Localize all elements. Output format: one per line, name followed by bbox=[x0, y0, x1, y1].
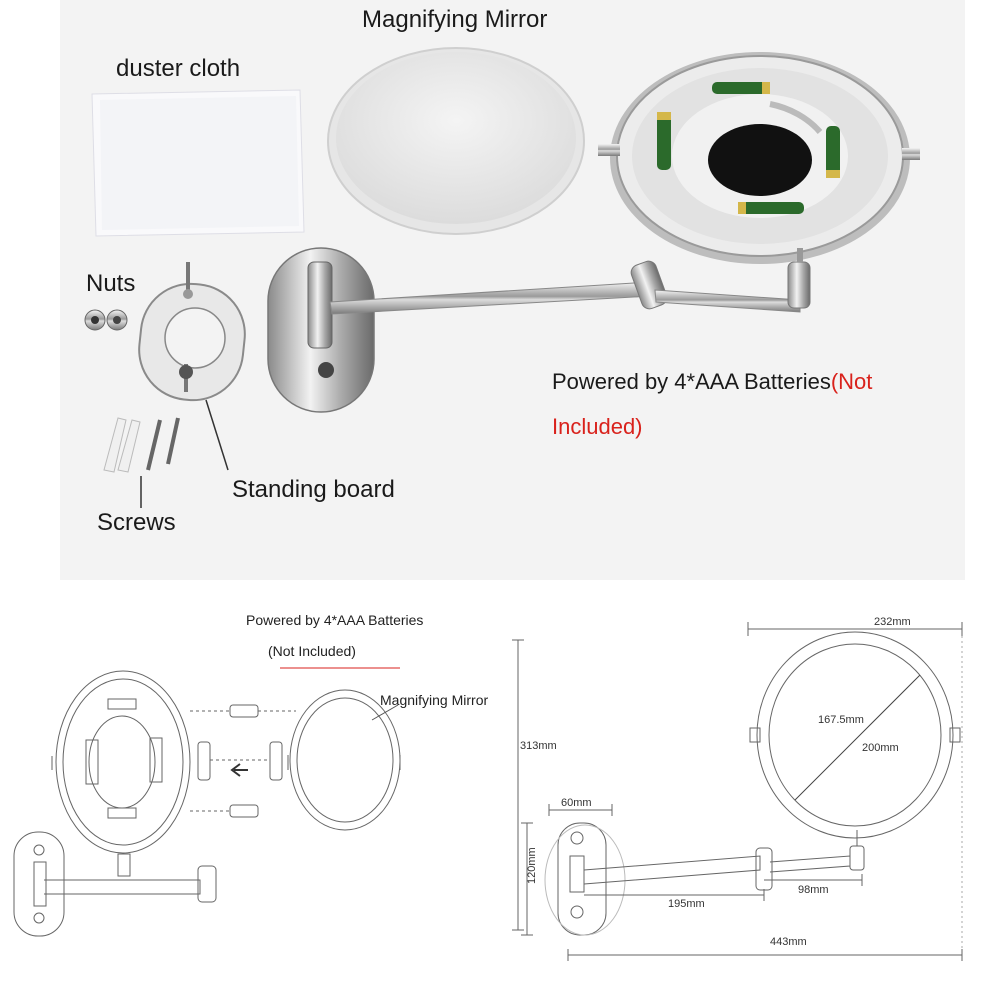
dim-length-total: 443mm bbox=[770, 936, 807, 948]
dimension-drawing bbox=[512, 622, 963, 961]
nuts-label: Nuts bbox=[86, 270, 136, 297]
dim-width-total: 232mm bbox=[874, 616, 911, 628]
screws-label: Screws bbox=[97, 509, 176, 536]
nuts-image bbox=[84, 309, 128, 331]
standing-board-label: Standing board bbox=[232, 476, 395, 503]
duster-cloth-label: duster cloth bbox=[116, 55, 241, 82]
dim-mirror-inner: 167.5mm bbox=[818, 714, 864, 726]
dim-arm-long: 195mm bbox=[668, 898, 705, 910]
drawing-powered-by-label: Powered by 4*AAA Batteries bbox=[246, 612, 424, 628]
mirror-back-with-batteries-image bbox=[598, 52, 920, 264]
wall-mount-arm-image bbox=[267, 247, 811, 413]
powered-by-text: Powered by 4*AAA Batteries bbox=[552, 369, 831, 394]
screws-image bbox=[103, 417, 180, 473]
magnifying-mirror-label: Magnifying Mirror bbox=[362, 6, 548, 33]
dim-arm-short: 98mm bbox=[798, 884, 829, 896]
dim-base-width: 60mm bbox=[561, 797, 592, 809]
not-included-open-text: (Not bbox=[830, 369, 873, 394]
not-included-close-label: Included) bbox=[552, 414, 643, 439]
drawing-magnifying-mirror-label: Magnifying Mirror bbox=[380, 692, 489, 708]
drawing-not-included-label: (Not Included) bbox=[268, 643, 356, 659]
powered-by-label: Powered by 4*AAA Batteries(Not bbox=[552, 369, 872, 395]
dim-height-total: 313mm bbox=[520, 740, 557, 752]
photo-leader-lines bbox=[140, 399, 229, 508]
dim-mirror-outer: 200mm bbox=[862, 742, 899, 754]
mirror-leader-line bbox=[371, 704, 399, 721]
standing-board-image bbox=[138, 262, 246, 402]
dim-base-height: 120mm bbox=[526, 847, 538, 884]
exploded-view-drawing bbox=[13, 670, 401, 937]
duster-cloth-image bbox=[91, 89, 305, 237]
magnifying-mirror-glass-image bbox=[327, 47, 585, 235]
